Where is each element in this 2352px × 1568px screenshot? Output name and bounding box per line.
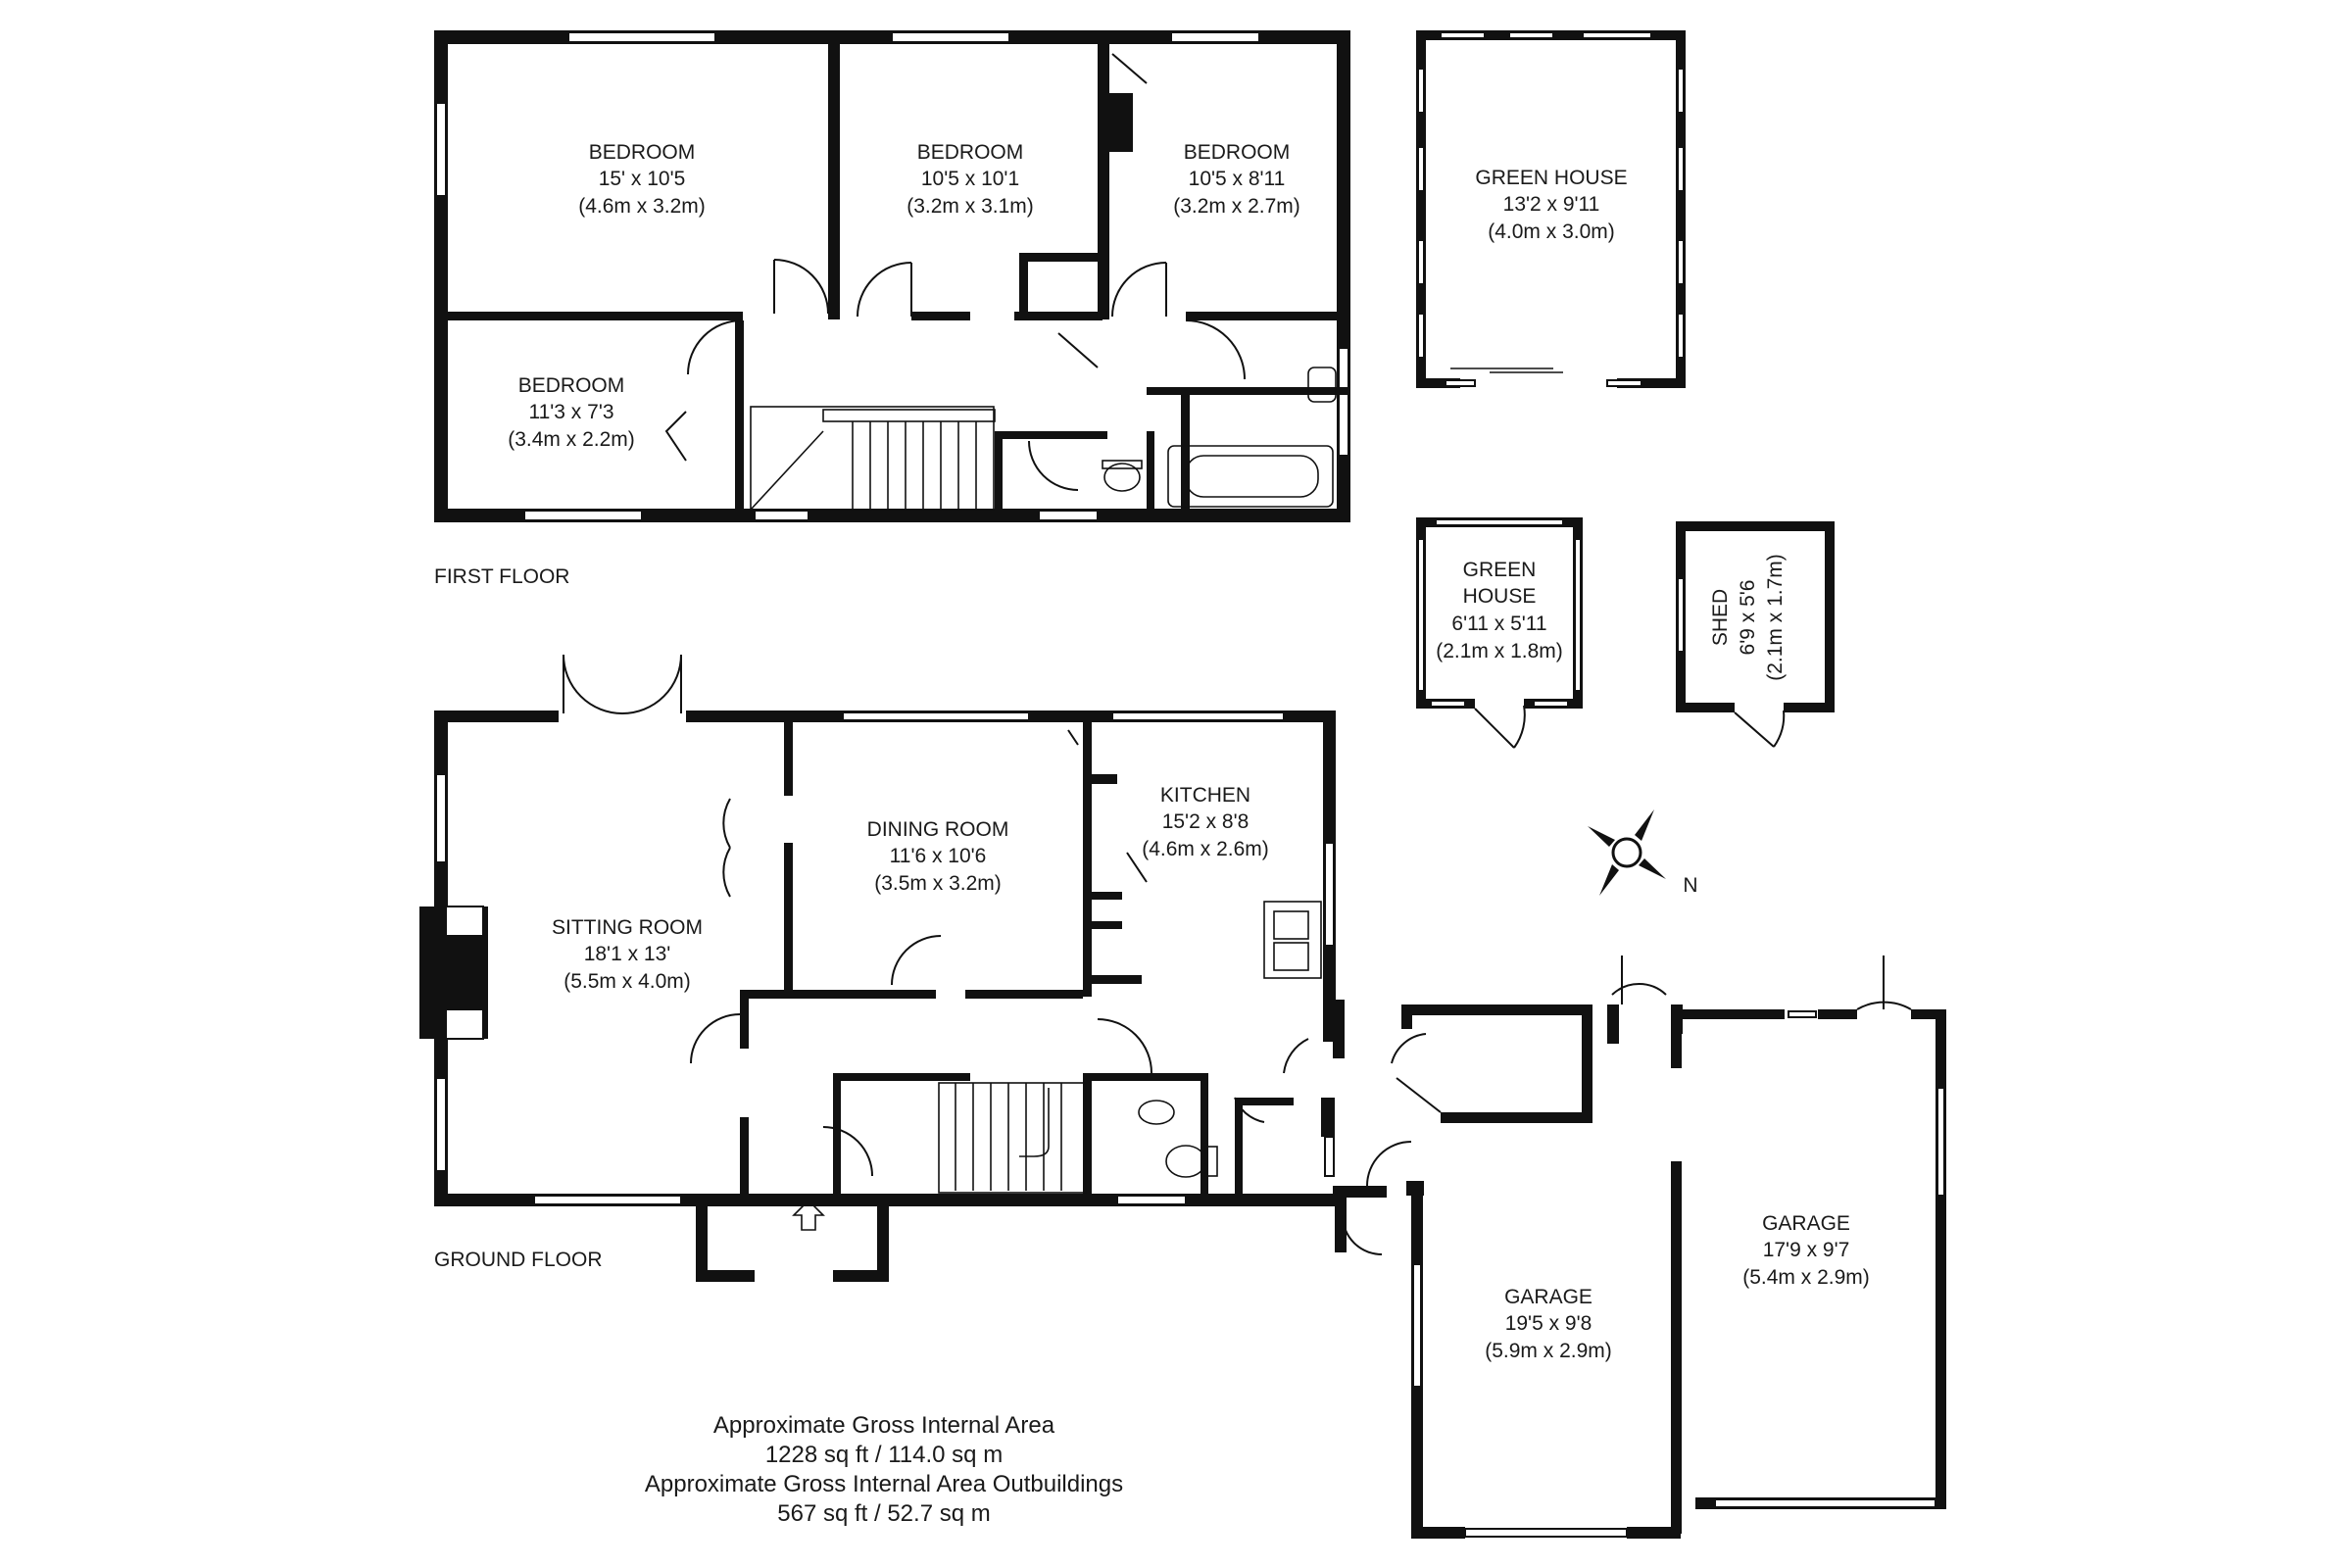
svg-text:BEDROOM: BEDROOM [589, 141, 696, 164]
ground-floor-heading: GROUND FLOOR [434, 1249, 603, 1271]
green-house-large [1416, 30, 1686, 390]
svg-text:(3.4m x 2.2m): (3.4m x 2.2m) [508, 428, 635, 451]
bedroom-2-label: BEDROOM 10'5 x 10'1 (3.2m x 3.1m) [906, 141, 1034, 218]
svg-text:(5.5m x 4.0m): (5.5m x 4.0m) [564, 970, 691, 993]
green-house-large-label: GREEN HOUSE 13'2 x 9'11 (4.0m x 3.0m) [1475, 167, 1627, 243]
svg-text:17'9 x 9'7: 17'9 x 9'7 [1763, 1239, 1850, 1261]
dining-room-label: DINING ROOM 11'6 x 10'6 (3.5m x 3.2m) [867, 818, 1009, 895]
svg-text:567 sq ft / 52.7 sq m: 567 sq ft / 52.7 sq m [777, 1500, 990, 1527]
svg-text:(3.2m x 3.1m): (3.2m x 3.1m) [906, 195, 1034, 218]
svg-text:BEDROOM: BEDROOM [917, 141, 1024, 164]
first-floor-plan [434, 30, 1350, 522]
svg-text:15'2 x 8'8: 15'2 x 8'8 [1162, 810, 1250, 833]
compass-north-label: N [1683, 874, 1697, 897]
svg-text:GARAGE: GARAGE [1762, 1212, 1850, 1235]
svg-text:BEDROOM: BEDROOM [518, 374, 625, 397]
svg-text:(4.6m x 2.6m): (4.6m x 2.6m) [1142, 838, 1269, 860]
svg-text:DINING ROOM: DINING ROOM [867, 818, 1009, 841]
svg-text:GARAGE: GARAGE [1504, 1286, 1592, 1308]
svg-text:10'5 x 10'1: 10'5 x 10'1 [921, 168, 1019, 190]
first-floor-stairs [750, 421, 977, 511]
svg-text:13'2 x 9'11: 13'2 x 9'11 [1503, 193, 1600, 216]
first-floor-heading: FIRST FLOOR [434, 565, 569, 588]
svg-text:6'11 x 5'11: 6'11 x 5'11 [1451, 612, 1546, 635]
svg-text:(3.5m x 3.2m): (3.5m x 3.2m) [874, 872, 1002, 895]
svg-text:(2.1m x 1.7m): (2.1m x 1.7m) [1764, 554, 1787, 681]
svg-text:6'9 x 5'6: 6'9 x 5'6 [1737, 580, 1759, 656]
svg-text:10'5 x 8'11: 10'5 x 8'11 [1189, 168, 1286, 190]
svg-text:(5.9m x 2.9m): (5.9m x 2.9m) [1485, 1340, 1612, 1362]
svg-text:(4.6m x 3.2m): (4.6m x 3.2m) [578, 195, 706, 218]
svg-text:BEDROOM: BEDROOM [1184, 141, 1291, 164]
svg-text:(5.4m x 2.9m): (5.4m x 2.9m) [1742, 1266, 1870, 1289]
bedroom-1-label: BEDROOM 15' x 10'5 (4.6m x 3.2m) [578, 141, 706, 218]
svg-text:GREEN: GREEN [1463, 559, 1537, 581]
sitting-room-label: SITTING ROOM 18'1 x 13' (5.5m x 4.0m) [552, 916, 703, 993]
garage-1-label: GARAGE 19'5 x 9'8 (5.9m x 2.9m) [1485, 1286, 1612, 1362]
svg-text:(4.0m x 3.0m): (4.0m x 3.0m) [1488, 220, 1615, 243]
bedroom-3-label: BEDROOM 10'5 x 8'11 (3.2m x 2.7m) [1173, 141, 1300, 218]
green-house-small [1416, 517, 1583, 749]
shed-label: SHED 6'9 x 5'6 (2.1m x 1.7m) [1709, 554, 1787, 681]
svg-text:GREEN HOUSE: GREEN HOUSE [1475, 167, 1627, 189]
svg-text:Approximate Gross Internal Are: Approximate Gross Internal Area Outbuild… [645, 1471, 1123, 1497]
area-summary: Approximate Gross Internal Area 1228 sq … [645, 1412, 1123, 1527]
kitchen-label: KITCHEN 15'2 x 8'8 (4.6m x 2.6m) [1142, 784, 1269, 860]
compass-icon [1588, 809, 1666, 896]
green-house-small-label: GREEN HOUSE 6'11 x 5'11 (2.1m x 1.8m) [1436, 559, 1563, 662]
svg-text:HOUSE: HOUSE [1463, 585, 1537, 608]
svg-text:11'6 x 10'6: 11'6 x 10'6 [890, 845, 987, 867]
ground-floor-plan [419, 654, 1347, 1282]
bedroom-4-label: BEDROOM 11'3 x 7'3 (3.4m x 2.2m) [508, 374, 635, 451]
svg-text:15' x 10'5: 15' x 10'5 [599, 168, 686, 190]
svg-text:SITTING ROOM: SITTING ROOM [552, 916, 703, 939]
svg-text:Approximate Gross Internal Are: Approximate Gross Internal Area [713, 1412, 1055, 1439]
svg-text:19'5 x 9'8: 19'5 x 9'8 [1505, 1312, 1592, 1335]
svg-text:(3.2m x 2.7m): (3.2m x 2.7m) [1173, 195, 1300, 218]
garage-2-label: GARAGE 17'9 x 9'7 (5.4m x 2.9m) [1742, 1212, 1870, 1289]
shed [1676, 521, 1835, 748]
svg-text:1228 sq ft / 114.0 sq m: 1228 sq ft / 114.0 sq m [765, 1442, 1003, 1468]
svg-text:11'3 x 7'3: 11'3 x 7'3 [528, 401, 613, 423]
svg-text:SHED: SHED [1709, 589, 1732, 646]
garages [1333, 956, 1946, 1539]
svg-text:18'1 x 13': 18'1 x 13' [584, 943, 671, 965]
svg-text:(2.1m x 1.8m): (2.1m x 1.8m) [1436, 640, 1563, 662]
svg-text:KITCHEN: KITCHEN [1160, 784, 1250, 807]
